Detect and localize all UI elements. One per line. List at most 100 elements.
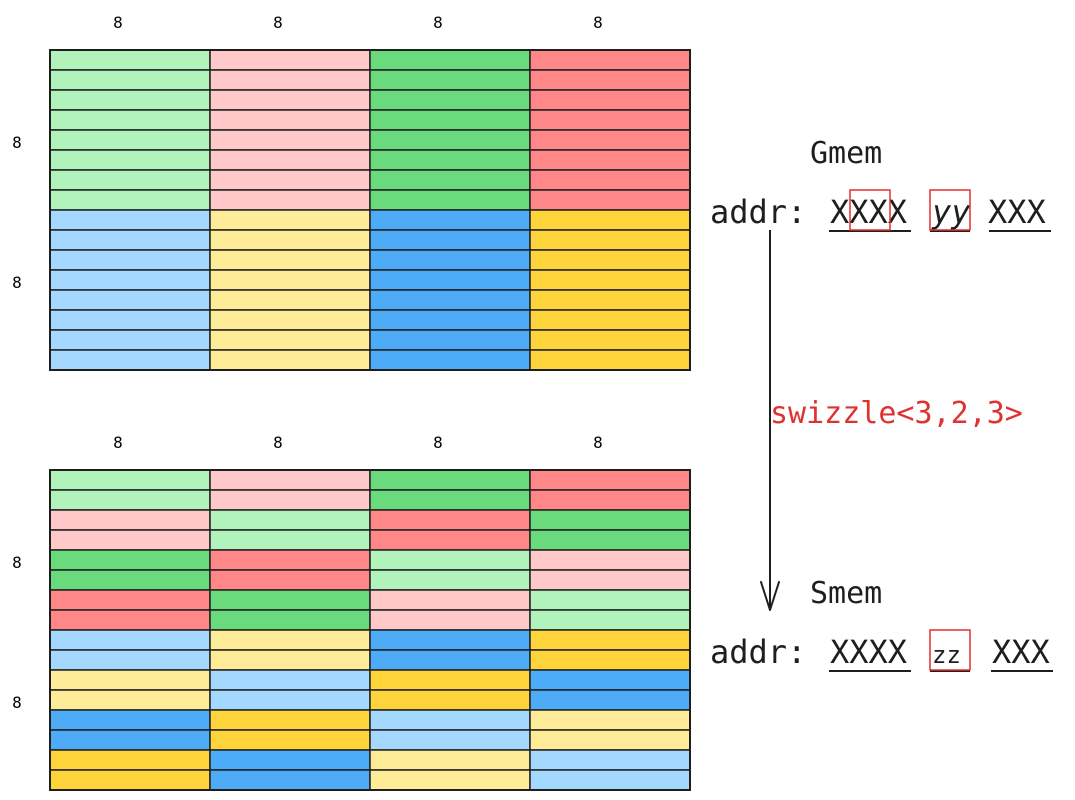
grid-cell xyxy=(49,629,211,651)
smem-block: Smem addr: XXXX zz XXX xyxy=(710,576,1053,672)
grid-cell xyxy=(369,649,531,671)
grid-cell xyxy=(529,249,691,271)
grid-cell xyxy=(529,629,691,651)
grid-cell xyxy=(529,149,691,171)
grid-cell xyxy=(49,169,211,191)
gmem-block: Gmem addr: XXXX yy XXX xyxy=(710,136,1051,232)
grid-cell xyxy=(209,329,371,351)
grid-cell xyxy=(369,269,531,291)
grid-cell xyxy=(369,549,531,571)
grid-cell xyxy=(369,629,531,651)
grid-cell xyxy=(209,249,371,271)
grid-cell xyxy=(49,569,211,591)
grid-cell xyxy=(49,509,211,531)
top-col-label: 8 xyxy=(113,13,123,32)
grid-cell xyxy=(209,89,371,111)
grid-cell xyxy=(529,529,691,551)
grid-cell xyxy=(369,69,531,91)
grid-cell xyxy=(209,529,371,551)
grid-cell xyxy=(529,749,691,771)
grid-cell xyxy=(529,109,691,131)
grid-cell xyxy=(209,109,371,131)
grid-cell xyxy=(369,149,531,171)
grid-cell xyxy=(369,109,531,131)
grid-cell xyxy=(49,589,211,611)
bottom-col-label: 8 xyxy=(113,433,123,452)
grid-cell xyxy=(209,709,371,731)
grid-cell xyxy=(369,509,531,531)
gmem-addr-low-bits: XXX xyxy=(988,193,1046,231)
grid-cell xyxy=(529,189,691,211)
grid-cell xyxy=(209,169,371,191)
grid-cell xyxy=(49,309,211,331)
grid-cell xyxy=(529,209,691,231)
bottom-column-labels: 8 8 8 8 xyxy=(113,433,603,452)
grid-cell xyxy=(369,729,531,751)
grid-cell xyxy=(369,749,531,771)
grid-cell xyxy=(529,329,691,351)
grid-cell xyxy=(209,769,371,791)
grid-cell xyxy=(209,49,371,71)
gmem-highlight-box-yy xyxy=(929,189,971,231)
grid-cell xyxy=(529,669,691,691)
grid-cell xyxy=(49,269,211,291)
grid-cell xyxy=(209,589,371,611)
top-col-label: 8 xyxy=(593,13,603,32)
grid-cell xyxy=(369,129,531,151)
smem-title: Smem xyxy=(810,576,882,611)
grid-cell xyxy=(369,529,531,551)
bottom-col-label: 8 xyxy=(593,433,603,452)
grid-cell xyxy=(209,549,371,571)
grid-cell xyxy=(49,349,211,371)
grid-cell xyxy=(209,349,371,371)
grid-cell xyxy=(369,189,531,211)
grid-cell xyxy=(209,229,371,251)
grid-cell xyxy=(49,329,211,351)
grid-cell xyxy=(529,769,691,791)
grid-cell xyxy=(369,309,531,331)
grid-cell xyxy=(529,309,691,331)
grid-cell xyxy=(369,689,531,711)
grid-cell xyxy=(209,469,371,491)
grid-cell xyxy=(369,49,531,71)
smem-addr-prefix: addr: xyxy=(710,633,806,671)
grid-cell xyxy=(209,149,371,171)
grid-cell xyxy=(529,689,691,711)
grid-cell xyxy=(369,589,531,611)
grid-cell xyxy=(369,669,531,691)
grid-cell xyxy=(209,609,371,631)
bottom-row-label: 8 xyxy=(12,693,22,712)
grid-cell xyxy=(529,49,691,71)
grid-cell xyxy=(209,269,371,291)
grid-cell xyxy=(209,69,371,91)
grid-cell xyxy=(209,749,371,771)
grid-cell xyxy=(369,349,531,371)
grid-cell xyxy=(209,729,371,751)
top-row-label: 8 xyxy=(12,133,22,152)
gmem-addr-prefix: addr: xyxy=(710,193,806,231)
top-grid: 8 8 8 8 8 8 xyxy=(12,13,691,371)
grid-cell xyxy=(209,129,371,151)
grid-cell xyxy=(49,189,211,211)
grid-cell xyxy=(369,709,531,731)
grid-cell xyxy=(529,549,691,571)
grid-cell xyxy=(49,469,211,491)
grid-cell xyxy=(529,289,691,311)
grid-cell xyxy=(49,689,211,711)
bottom-grid: 8 8 8 8 8 8 xyxy=(12,433,691,791)
transform-arrow xyxy=(760,230,780,611)
grid-cell xyxy=(49,209,211,231)
grid-cell xyxy=(49,49,211,71)
grid-cell xyxy=(529,729,691,751)
grid-cell xyxy=(209,569,371,591)
grid-cell xyxy=(49,89,211,111)
grid-cell xyxy=(529,649,691,671)
gmem-title: Gmem xyxy=(810,136,882,171)
grid-cell xyxy=(49,489,211,511)
grid-cell xyxy=(209,509,371,531)
grid-cell xyxy=(369,489,531,511)
grid-cell xyxy=(209,289,371,311)
grid-cell xyxy=(49,609,211,631)
grid-cell xyxy=(529,349,691,371)
